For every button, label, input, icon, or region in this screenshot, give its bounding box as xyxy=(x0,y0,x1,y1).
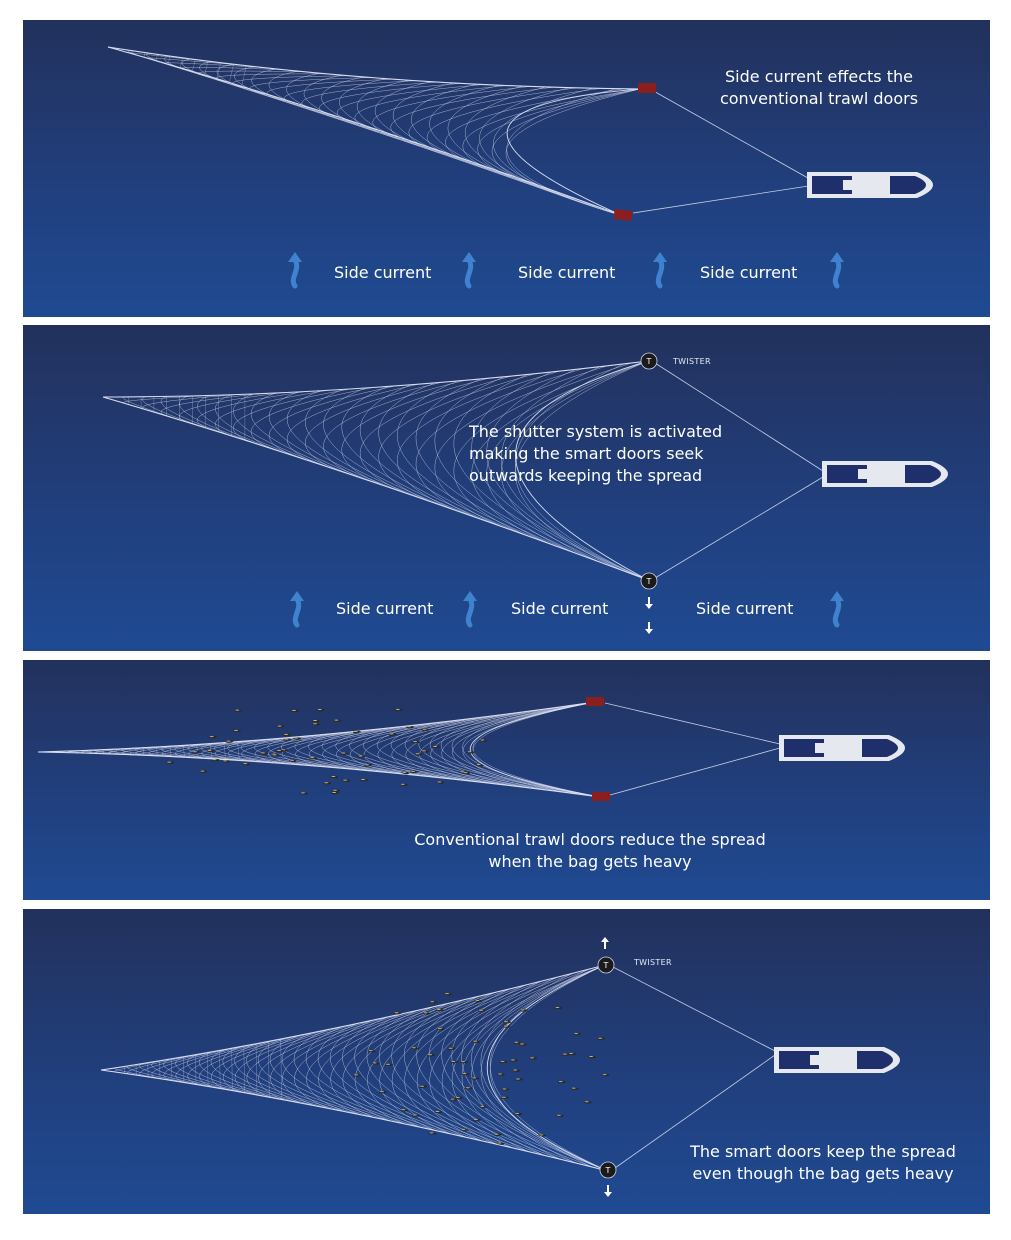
panel-conventional-heavy-bag: Conventional trawl doors reduce the spre… xyxy=(23,660,990,900)
caption-line: conventional trawl doors xyxy=(719,89,919,108)
warp-line-top xyxy=(654,362,824,472)
panel-1-caption: Side current effects the conventional tr… xyxy=(699,66,939,110)
conventional-trawl-door-icon xyxy=(613,208,633,222)
outward-movement-arrow-icon xyxy=(604,1185,612,1197)
panel-1-drawing xyxy=(107,46,933,289)
smart-door-twister-icon: T xyxy=(597,956,615,974)
caption-line: outwards keeping the spread xyxy=(469,466,703,485)
twister-label: TWISTER xyxy=(673,357,711,366)
panel-smart-doors-side-current: T T TWISTER The shutter system is activa… xyxy=(23,325,990,651)
side-current-label: Side current xyxy=(700,263,798,282)
conventional-trawl-door-icon xyxy=(586,697,604,706)
trawler-vessel-icon xyxy=(822,461,948,487)
caption-line: Side current effects the xyxy=(725,67,913,86)
side-current-arrow-icon xyxy=(653,252,667,289)
panel-4-caption: The smart doors keep the spread even tho… xyxy=(673,1141,973,1185)
warp-line-bottom xyxy=(609,747,781,796)
trawler-vessel-icon xyxy=(774,1047,900,1073)
svg-text:T: T xyxy=(605,1166,611,1175)
caption-line: making the smart doors seek xyxy=(469,444,704,463)
outward-movement-arrow-icon xyxy=(645,597,653,609)
caption-line: when the bag gets heavy xyxy=(488,852,692,871)
side-current-arrow-icon xyxy=(290,591,304,628)
caption-line: Conventional trawl doors reduce the spre… xyxy=(414,830,766,849)
caption-line: The smart doors keep the spread xyxy=(690,1142,956,1161)
fish-school xyxy=(353,992,610,1145)
panel-smart-doors-heavy-bag: T T TWISTER The smart doors keep the spr… xyxy=(23,909,990,1214)
panel-3-drawing xyxy=(37,697,905,801)
conventional-trawl-door-icon xyxy=(638,83,656,93)
svg-text:T: T xyxy=(603,961,609,970)
side-current-arrow-icon xyxy=(830,252,844,289)
warp-line-bottom xyxy=(654,476,824,579)
trawler-vessel-icon xyxy=(807,172,933,198)
outward-movement-arrow-icon xyxy=(645,622,653,634)
side-current-label: Side current xyxy=(696,599,794,618)
trawler-vessel-icon xyxy=(779,735,905,761)
side-current-arrow-icon xyxy=(462,252,476,289)
side-current-arrow-icon xyxy=(463,591,477,628)
panel-4-drawing: T T xyxy=(100,937,900,1197)
panel-3-caption: Conventional trawl doors reduce the spre… xyxy=(390,829,790,873)
warp-line-bottom xyxy=(614,1054,776,1169)
side-current-label: Side current xyxy=(334,263,432,282)
side-current-label: Side current xyxy=(518,263,616,282)
fish-school xyxy=(166,708,488,795)
panel-2-drawing: T T xyxy=(102,352,948,634)
caption-line: The shutter system is activated xyxy=(469,422,723,441)
warp-line-top xyxy=(604,702,781,745)
panel-conventional-side-current: Side current effects the conventional tr… xyxy=(23,20,990,317)
side-current-label: Side current xyxy=(336,599,434,618)
svg-text:T: T xyxy=(646,577,652,586)
twister-label: TWISTER xyxy=(634,958,672,967)
warp-line-top xyxy=(649,88,816,183)
warp-line-top xyxy=(612,966,776,1052)
smart-door-twister-icon: T xyxy=(640,572,658,590)
outward-movement-arrow-icon xyxy=(601,937,609,949)
smart-door-twister-icon: T xyxy=(640,352,658,370)
caption-line: even though the bag gets heavy xyxy=(692,1164,954,1183)
side-current-label: Side current xyxy=(511,599,609,618)
svg-text:T: T xyxy=(646,357,652,366)
side-current-arrow-icon xyxy=(830,591,844,628)
trawl-net xyxy=(100,964,609,1172)
trawl-net xyxy=(107,46,641,217)
panel-2-caption: The shutter system is activated making t… xyxy=(469,421,749,487)
trawl-net xyxy=(37,701,601,798)
smart-door-twister-icon: T xyxy=(599,1161,617,1179)
warp-line-bottom xyxy=(632,184,816,214)
side-current-arrow-icon xyxy=(288,252,302,289)
conventional-trawl-door-icon xyxy=(592,792,610,801)
